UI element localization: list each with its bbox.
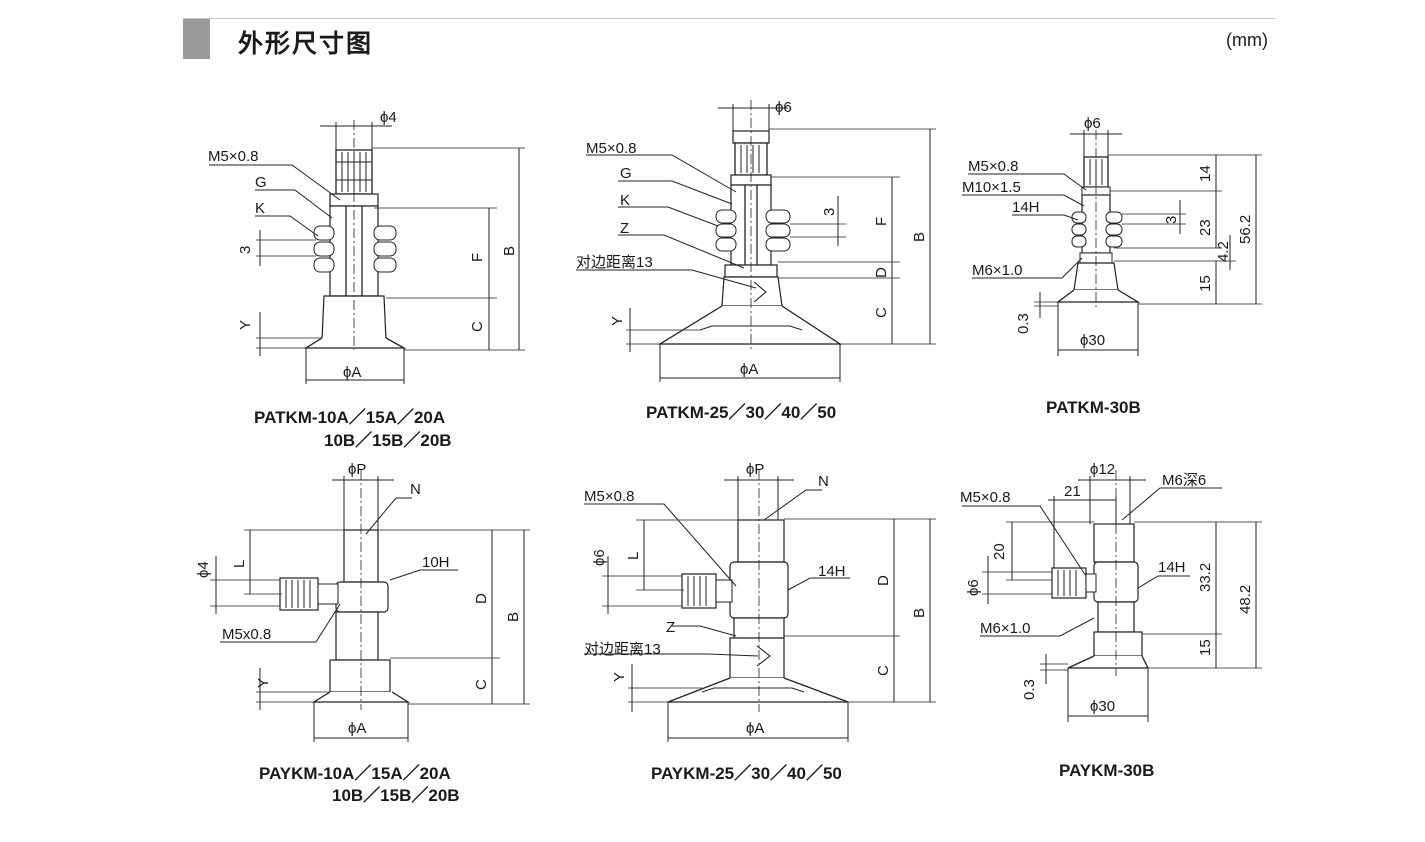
d5-phiP-label: ϕP (746, 461, 764, 478)
d5-m5-label: M5×0.8 (584, 488, 634, 505)
d4-b-label: B (505, 612, 522, 622)
d5-c-label: C (875, 665, 892, 676)
d3-m10-label: M10×1.5 (962, 179, 1021, 196)
d2-b-label: B (911, 232, 928, 242)
d3-m6-label: M6×1.0 (972, 262, 1022, 279)
d6-482-label: 48.2 (1237, 585, 1254, 614)
d1-phiA-label: ϕA (343, 364, 361, 381)
d2-k-label: K (620, 192, 630, 209)
d2-phi6-label: ϕ6 (775, 99, 792, 116)
d2-d-label: D (873, 267, 890, 278)
d6-m6-label: M6×1.0 (980, 620, 1030, 637)
d1-m5-label: M5×0.8 (208, 148, 258, 165)
drawing-patkm-30b (962, 130, 1262, 356)
d1-caption: PATKM-10A／15A／20A (254, 408, 446, 427)
unit-label: (mm) (1226, 30, 1268, 50)
d2-z-label: Z (620, 220, 629, 237)
d4-y-label: Y (255, 678, 272, 688)
d6-phi6-label: ϕ6 (965, 579, 982, 596)
d2-y-label: Y (609, 316, 626, 326)
d3-caption: PATKM-30B (1046, 398, 1141, 417)
drawing-patkm-10a (209, 120, 525, 384)
d5-phiA-label: ϕA (746, 720, 764, 737)
d4-n-label: N (410, 481, 421, 498)
page-title: 外形尺寸图 (238, 29, 374, 58)
d5-phi6-label: ϕ6 (591, 549, 608, 566)
d5-b-label: B (911, 608, 928, 618)
d6-m6d-label: M6深6 (1162, 472, 1206, 489)
d6-15-label: 15 (1197, 639, 1214, 656)
d2-caption: PATKM-25／30／40／50 (646, 403, 837, 422)
d6-332-label: 33.2 (1197, 563, 1214, 592)
d6-phi30-label: ϕ30 (1090, 698, 1115, 715)
d1-phi4-label: ϕ4 (380, 109, 397, 126)
d1-3-label: 3 (237, 246, 254, 254)
d5-y-label: Y (611, 672, 628, 682)
d4-phi4-label: ϕ4 (195, 561, 212, 578)
d2-phiA-label: ϕA (740, 361, 758, 378)
d4-c-label: C (473, 679, 490, 690)
d3-562-label: 56.2 (1237, 215, 1254, 244)
d1-c-label: C (469, 321, 486, 332)
d2-m5-label: M5×0.8 (586, 140, 636, 157)
drawing-paykm-25 (584, 470, 936, 742)
d6-21-label: 21 (1064, 483, 1081, 500)
d2-3-label: 3 (821, 208, 838, 216)
d3-phi6-label: ϕ6 (1084, 115, 1101, 132)
d1-b-label: B (501, 246, 518, 256)
d3-15-label: 15 (1197, 275, 1214, 292)
d6-m5-label: M5×0.8 (960, 489, 1010, 506)
drawing-paykm-30b (962, 470, 1262, 722)
d3-23-label: 23 (1197, 219, 1214, 236)
d5-caption: PAYKM-25／30／40／50 (651, 764, 842, 783)
d6-caption: PAYKM-30B (1059, 761, 1155, 780)
d6-03-label: 0.3 (1021, 679, 1038, 700)
d5-n-label: N (818, 473, 829, 490)
d5-l-label: L (625, 552, 642, 560)
drawing-patkm-25 (576, 100, 936, 382)
d4-caption-line2: 10B／15B／20B (332, 786, 460, 805)
d5-14h-label: 14H (818, 563, 846, 580)
d3-42-label: 4.2 (1215, 241, 1232, 262)
d6-20-label: 20 (991, 543, 1008, 560)
d1-y-label: Y (237, 320, 254, 330)
drawing-paykm-10a (210, 470, 530, 742)
d5-af-label: 对边距离13 (584, 641, 661, 658)
d3-m5-label: M5×0.8 (968, 158, 1018, 175)
d1-k-label: K (255, 200, 265, 217)
d4-l-label: L (231, 560, 248, 568)
d3-3-label: 3 (1163, 216, 1180, 224)
d4-phiP-label: ϕP (348, 461, 366, 478)
header-accent-block (183, 19, 210, 59)
d1-g-label: G (255, 174, 267, 191)
d4-phiA-label: ϕA (348, 720, 366, 737)
d2-af-label: 对边距离13 (576, 254, 653, 271)
d6-phi12-label: ϕ12 (1090, 461, 1115, 478)
d2-c-label: C (873, 307, 890, 318)
d2-g-label: G (620, 165, 632, 182)
d3-03-label: 0.3 (1015, 313, 1032, 334)
d4-d-label: D (473, 593, 490, 604)
d4-10h-label: 10H (422, 554, 450, 571)
d4-caption: PAYKM-10A／15A／20A (259, 764, 451, 783)
d3-phi30-label: ϕ30 (1080, 332, 1105, 349)
d4-m5-label: M5x0.8 (222, 626, 271, 643)
d3-14h-label: 14H (1012, 199, 1040, 216)
d1-f-label: F (469, 253, 486, 262)
d6-14h-label: 14H (1158, 559, 1186, 576)
d1-caption-line2: 10B／15B／20B (324, 431, 452, 450)
d5-z-label: Z (666, 619, 675, 636)
d2-f-label: F (873, 217, 890, 226)
d3-14-label: 14 (1197, 165, 1214, 182)
header-rule (183, 18, 1275, 19)
d5-d-label: D (875, 575, 892, 586)
